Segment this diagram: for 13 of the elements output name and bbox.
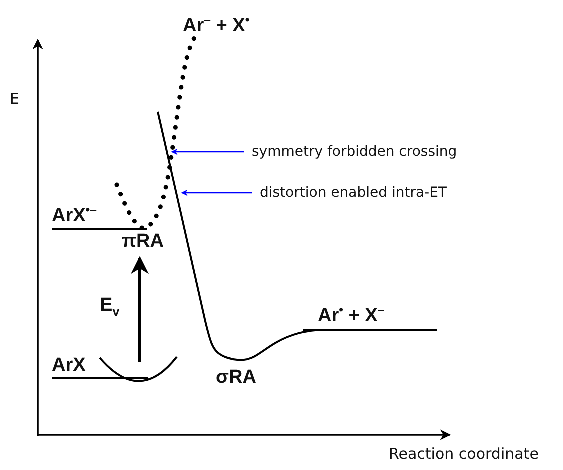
product-label: Ar$^{–}$ + X$^{•}$ [183,14,250,36]
annotation-text: distortion enabled intra-ET [260,186,447,200]
annotation-text: symmetry forbidden crossing [252,145,458,159]
leader-arrow [181,190,252,196]
species-label: ArX$^{•–}$ [52,204,97,226]
species-label: πRA [122,232,164,251]
species-label: σRA [216,368,256,387]
axis-label: E [10,92,20,107]
energy-label: E$_{v}$ [100,296,120,318]
leader-arrow [171,148,244,156]
species-label: ArX [52,356,86,375]
axis-label: Reaction coordinate [389,447,539,462]
product-label: Ar$^{•}$ + X$^{–}$ [318,304,385,326]
